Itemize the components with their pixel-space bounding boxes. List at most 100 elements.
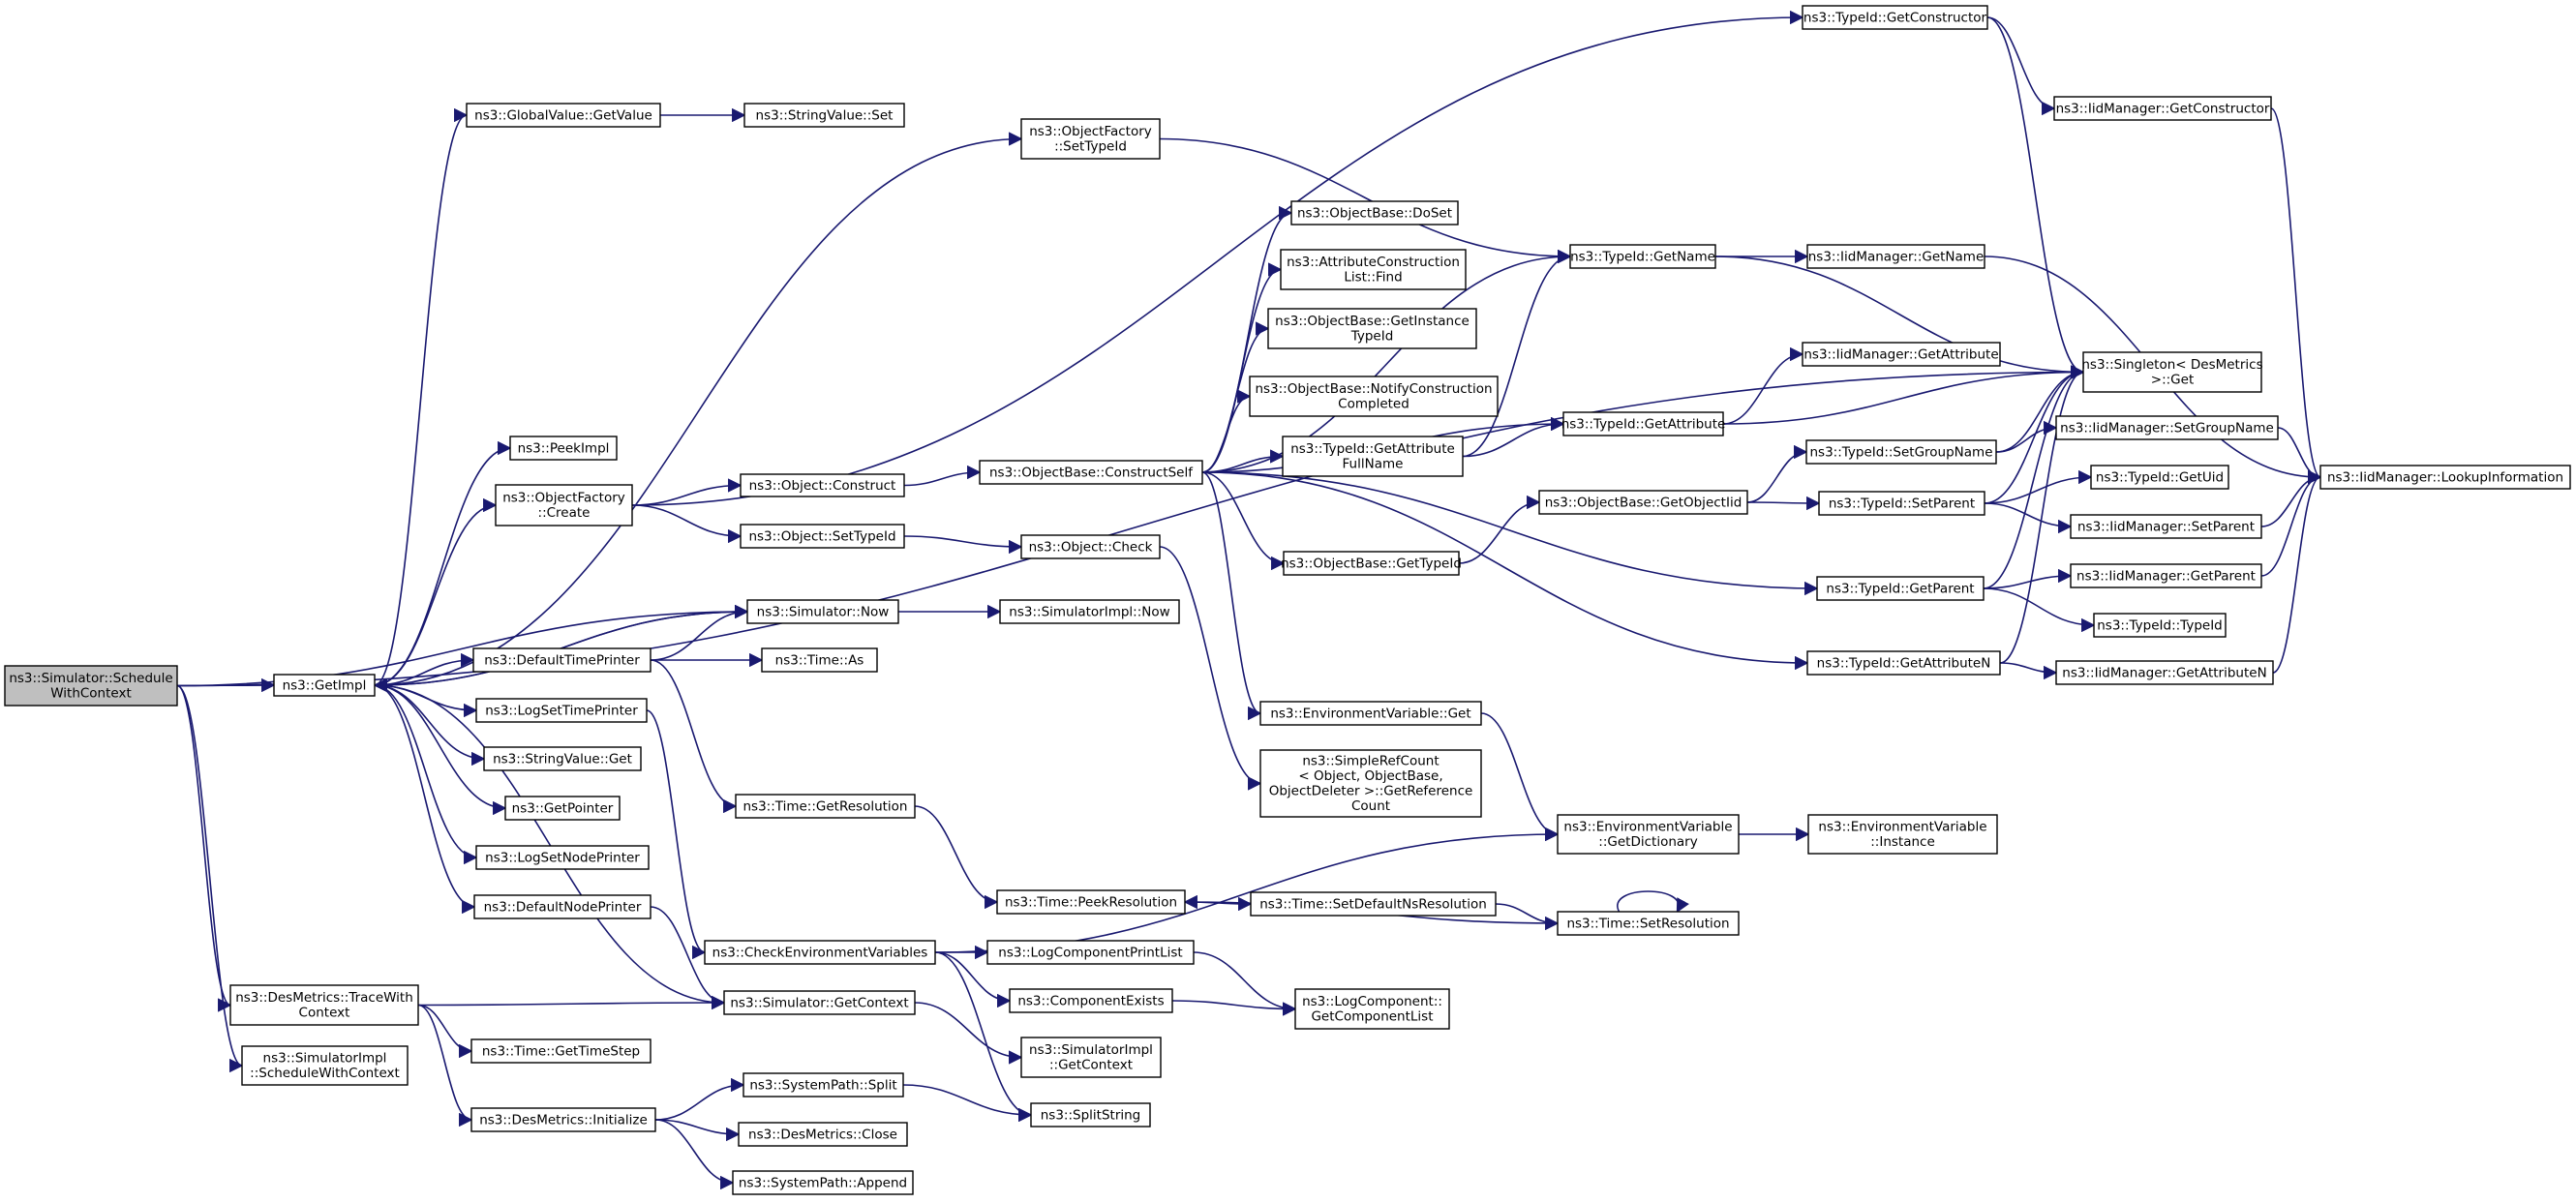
- node-object-check[interactable]: ns3::Object::Check: [1020, 534, 1161, 559]
- edge-line: [417, 995, 726, 1010]
- node-getimpl[interactable]: ns3::GetImpl: [273, 674, 376, 697]
- node-root[interactable]: ns3::Simulator::ScheduleWithContext: [4, 665, 178, 707]
- edge-typeid_getparent-to-typeid_typeid: [1983, 587, 2096, 633]
- node-systempath-append[interactable]: ns3::SystemPath::Append: [732, 1170, 914, 1195]
- node-simulator-now[interactable]: ns3::Simulator::Now: [746, 599, 899, 624]
- node-defaulttimeprinter[interactable]: ns3::DefaultTimePrinter: [472, 647, 652, 673]
- node-typeid-setparent[interactable]: ns3::TypeId::SetParent: [1818, 491, 1985, 516]
- node-label-line: ns3::ObjectBase::ConstructSelf: [989, 465, 1194, 480]
- node-typeid-getattribute[interactable]: ns3::TypeId::GetAttribute: [1561, 411, 1726, 436]
- node-iidmanager-setgroupname[interactable]: ns3::IidManager::SetGroupName: [2055, 415, 2279, 440]
- node-typeid-getattributen[interactable]: ns3::TypeId::GetAttributeN: [1806, 650, 2001, 676]
- edge-line: [1984, 469, 2093, 504]
- node-box: [2055, 660, 2274, 685]
- node-iidmanager-lookupinformation[interactable]: ns3::IidManager::LookupInformation: [2319, 465, 2571, 490]
- node-time-gettimestep[interactable]: ns3::Time::GetTimeStep: [470, 1038, 652, 1064]
- node-time-peekresolution[interactable]: ns3::Time::PeekResolution: [996, 889, 1186, 915]
- node-simulator-getcontext[interactable]: ns3::Simulator::GetContext: [723, 990, 916, 1015]
- node-objectfactory-create[interactable]: ns3::ObjectFactory::Create: [495, 484, 633, 526]
- edge-line: [1201, 389, 1252, 473]
- node-typeid-getname[interactable]: ns3::TypeId::GetName: [1569, 244, 1716, 269]
- node-splitstring[interactable]: ns3::SplitString: [1030, 1102, 1151, 1128]
- node-objectbase-gettypeid[interactable]: ns3::ObjectBase::GetTypeId: [1281, 551, 1462, 576]
- node-box: [2090, 465, 2229, 490]
- edge-line: [1193, 951, 1297, 1016]
- node-environmentvariable-get[interactable]: ns3::EnvironmentVariable::Get: [1259, 701, 1482, 726]
- node-logcomponent-getcomponentlist[interactable]: ns3::LogComponent::GetComponentList: [1294, 988, 1450, 1030]
- node-checkenvironmentvariables[interactable]: ns3::CheckEnvironmentVariables: [704, 940, 936, 965]
- edge-desmetrics_tracewithcontext-to-simulator_getcontext: [417, 995, 726, 1010]
- node-box: [1557, 911, 1740, 936]
- node-object-settypeid[interactable]: ns3::Object::SetTypeId: [740, 524, 905, 549]
- node-iidmanager-getconstructor[interactable]: ns3::IidManager::GetConstructor: [2053, 96, 2272, 121]
- node-box: [1249, 376, 1499, 417]
- node-stringvalue-set[interactable]: ns3::StringValue::Set: [743, 103, 905, 128]
- node-desmetrics-initialize[interactable]: ns3::DesMetrics::Initialize: [470, 1107, 656, 1132]
- node-defaultnodeprinter[interactable]: ns3::DefaultNodePrinter: [473, 894, 652, 919]
- node-typeid-setgroupname[interactable]: ns3::TypeId::SetGroupName: [1805, 439, 1997, 465]
- node-objectbase-notifyconstructioncompleted[interactable]: ns3::ObjectBase::NotifyConstructionCompl…: [1249, 376, 1499, 417]
- edge-line: [2272, 469, 2322, 674]
- node-label-line: ns3::TypeId::GetConstructor: [1803, 10, 1987, 25]
- node-desmetrics-close[interactable]: ns3::DesMetrics::Close: [738, 1122, 908, 1147]
- node-box: [761, 647, 878, 673]
- node-componentexists[interactable]: ns3::ComponentExists: [1009, 988, 1173, 1013]
- node-iidmanager-getname[interactable]: ns3::IidManager::GetName: [1806, 244, 1985, 269]
- node-iidmanager-getattribute[interactable]: ns3::IidManager::GetAttribute: [1802, 342, 2001, 367]
- edge-line: [176, 684, 232, 1012]
- node-box: [996, 889, 1186, 915]
- node-iidmanager-setparent[interactable]: ns3::IidManager::SetParent: [2070, 514, 2262, 539]
- node-label-line: ns3::EnvironmentVariable::Get: [1270, 706, 1470, 721]
- node-logcomponentprintlist[interactable]: ns3::LogComponentPrintList: [986, 940, 1195, 965]
- edge-line: [646, 709, 707, 960]
- node-box: [1267, 308, 1477, 349]
- node-environmentvariable-instance[interactable]: ns3::EnvironmentVariable::Instance: [1807, 814, 1998, 855]
- node-box: [466, 103, 661, 128]
- edge-iidmanager_setparent-to-iidmanager_lookupinformation: [2260, 469, 2322, 527]
- node-label-line: < Object, ObjectBase,: [1298, 768, 1442, 784]
- node-simulatorimpl-now[interactable]: ns3::SimulatorImpl::Now: [999, 599, 1180, 624]
- node-time-setresolution[interactable]: ns3::Time::SetResolution: [1557, 911, 1740, 936]
- node-objectfactory-settypeid[interactable]: ns3::ObjectFactory::SetTypeId: [1020, 118, 1161, 160]
- node-peekimpl[interactable]: ns3::PeekImpl: [509, 436, 618, 461]
- node-iidmanager-getparent[interactable]: ns3::IidManager::GetParent: [2070, 563, 2262, 588]
- node-environmentvariable-getdictionary[interactable]: ns3::EnvironmentVariable::GetDictionary: [1557, 814, 1740, 855]
- node-objectbase-constructself[interactable]: ns3::ObjectBase::ConstructSelf: [979, 460, 1203, 485]
- node-systempath-split[interactable]: ns3::SystemPath::Split: [742, 1072, 904, 1098]
- node-iidmanager-getattributen[interactable]: ns3::IidManager::GetAttributeN: [2055, 660, 2274, 685]
- node-singleton-desmetrics-get[interactable]: ns3::Singleton< DesMetrics>::Get: [2081, 351, 2263, 393]
- node-box: [738, 1122, 908, 1147]
- node-time-setdefaultnsresolution[interactable]: ns3::Time::SetDefaultNsResolution: [1250, 891, 1497, 917]
- node-label-line: ns3::Time::GetResolution: [742, 798, 907, 814]
- node-objectbase-getobjectiid[interactable]: ns3::ObjectBase::GetObjectIid: [1538, 490, 1748, 515]
- node-simulatorimpl-schedulewithcontext[interactable]: ns3::SimulatorImpl::ScheduleWithContext: [241, 1045, 409, 1086]
- edge-line: [1201, 262, 1283, 473]
- node-typeid-getparent[interactable]: ns3::TypeId::GetParent: [1816, 576, 1985, 601]
- node-box: [4, 665, 178, 707]
- node-time-getresolution[interactable]: ns3::Time::GetResolution: [735, 794, 916, 819]
- node-label-line: ns3::StringValue::Set: [756, 107, 894, 123]
- node-getpointer[interactable]: ns3::GetPointer: [504, 796, 621, 821]
- edge-objectbase_getobjectiid-to-typeid_setparent: [1746, 496, 1821, 511]
- node-typeid-getconstructor[interactable]: ns3::TypeId::GetConstructor: [1802, 5, 1988, 30]
- node-label-line: ::GetContext: [1049, 1058, 1133, 1073]
- node-stringvalue-get[interactable]: ns3::StringValue::Get: [483, 746, 642, 771]
- node-logsetnodeprinter[interactable]: ns3::LogSetNodePrinter: [475, 845, 650, 870]
- node-object-construct[interactable]: ns3::Object::Construct: [740, 473, 905, 497]
- node-typeid-typeid[interactable]: ns3::TypeId::TypeId: [2093, 613, 2227, 638]
- node-globalvalue-getvalue[interactable]: ns3::GlobalValue::GetValue: [466, 103, 661, 128]
- node-logsettimeprinter[interactable]: ns3::LogSetTimePrinter: [475, 698, 648, 723]
- node-typeid-getuid[interactable]: ns3::TypeId::GetUid: [2090, 465, 2229, 490]
- node-label-line: ns3::LogSetNodePrinter: [485, 850, 640, 865]
- node-time-as[interactable]: ns3::Time::As: [761, 647, 878, 673]
- node-objectbase-doset[interactable]: ns3::ObjectBase::DoSet: [1290, 200, 1459, 226]
- node-simplerefcount-getreferencecount[interactable]: ns3::SimpleRefCount< Object, ObjectBase,…: [1259, 749, 1482, 818]
- edge-desmetrics_initialize-to-systempath_append: [654, 1119, 735, 1190]
- node-simulatorimpl-getcontext[interactable]: ns3::SimulatorImpl::GetContext: [1020, 1037, 1162, 1078]
- edge-line: [1159, 546, 1262, 791]
- node-label-line: ns3::IidManager::SetParent: [2077, 519, 2255, 534]
